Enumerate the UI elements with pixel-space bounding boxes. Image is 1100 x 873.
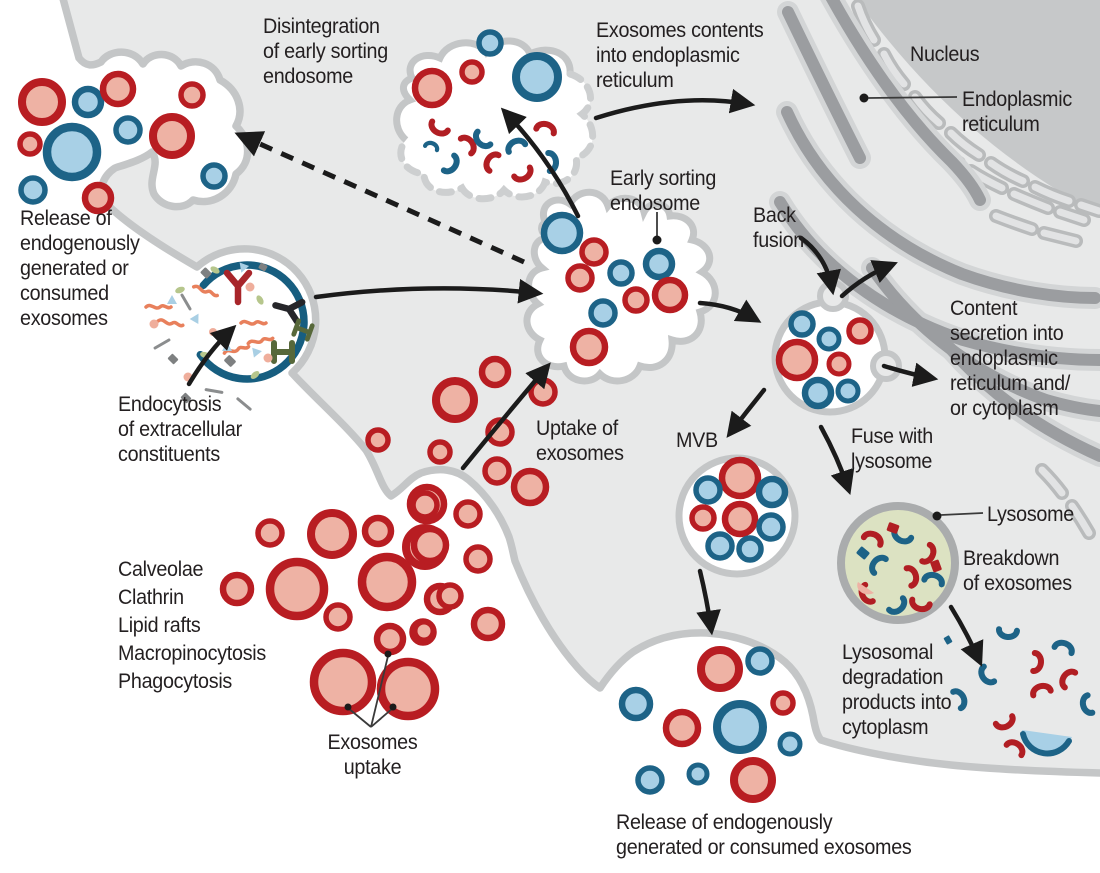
released-exosomes-bottom — [618, 646, 803, 803]
label-lysosome: Lysosome — [987, 503, 1074, 526]
released-exosomes-left — [17, 70, 228, 215]
label-back-fusion: Back fusion — [753, 204, 804, 252]
label-uptake-of-exosomes: Uptake of exosomes — [536, 417, 624, 465]
mechanism-clathrin: Clathrin — [118, 586, 184, 609]
recycling-dashed-arrow — [234, 131, 526, 265]
extracellular-debris — [144, 262, 315, 411]
flow-arrows — [186, 88, 984, 667]
label-fuse-with-lysosome: Fuse with lysosome — [851, 425, 933, 473]
label-release-bottom: Release of endogenously generated or con… — [616, 811, 912, 859]
nucleus — [857, 0, 1100, 214]
label-disintegration: Disintegration of early sorting endosome — [263, 15, 388, 88]
disintegrating-endosome — [393, 29, 597, 203]
early-sorting-endosome — [523, 188, 719, 385]
lysosome-organelle — [837, 502, 959, 624]
mechanism-calveolae: Calveolae — [118, 558, 204, 581]
mechanism-macropinocytosis: Macropinocytosis — [118, 642, 266, 665]
mechanism-lipid-rafts: Lipid rafts — [118, 614, 201, 637]
mechanism-phagocytosis: Phagocytosis — [118, 670, 233, 693]
endocytic-cup — [144, 261, 315, 411]
uptake-mechanisms-list: Calveolae Clathrin Lipid rafts Macropino… — [118, 556, 275, 696]
label-early-sorting-endosome: Early sorting endosome — [610, 167, 717, 215]
exosome-uptake-trail — [365, 355, 558, 643]
label-exosome-contents: Exosomes contents into endoplasmic retic… — [596, 19, 764, 92]
label-mvb: MVB — [676, 429, 718, 452]
callouts — [344, 93, 984, 728]
lysosome-fragments — [856, 521, 944, 615]
label-release-top: Release of endogenously generated or con… — [20, 207, 140, 330]
label-exosomes-uptake: Exosomes uptake — [327, 731, 418, 779]
label-lysosomal-degradation: Lysosomal degradation products into cyto… — [842, 641, 952, 739]
label-breakdown-of-exosomes: Breakdown of exosomes — [963, 547, 1072, 595]
label-endoplasmic-reticulum: Endoplasmic reticulum — [962, 88, 1072, 136]
back-fusion-vesicle — [771, 280, 902, 416]
endoplasmic-reticulum — [769, 0, 1100, 467]
label-nucleus: Nucleus — [910, 43, 980, 66]
label-endocytosis: Endocytosis of extracellular constituent… — [118, 393, 242, 466]
label-content-secretion: Content secretion into endoplasmic retic… — [950, 297, 1071, 420]
mvb-vesicle — [675, 454, 799, 578]
cytoplasm-fragments — [943, 629, 1092, 755]
